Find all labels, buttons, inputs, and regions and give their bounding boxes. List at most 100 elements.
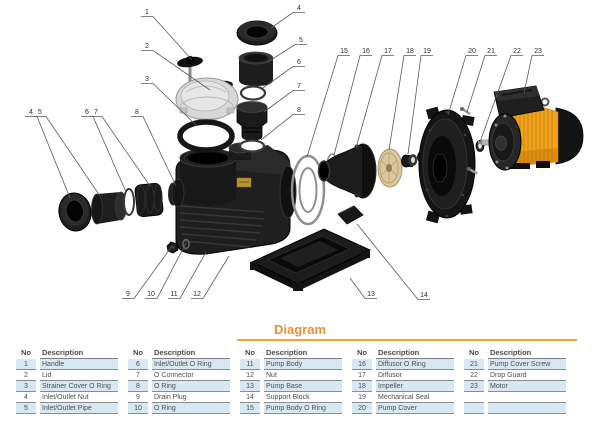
part-number-cell: 12	[240, 370, 260, 381]
pump-body-illustration	[171, 142, 297, 255]
table-header-row: No Description	[352, 347, 454, 360]
no-column-header: No	[352, 347, 372, 360]
callout-label: 8	[135, 109, 139, 116]
part-description-cell: Inlet/Outlet Pipe	[40, 403, 118, 414]
callout-label: 21	[487, 48, 495, 55]
table-title: Diagram	[274, 322, 327, 337]
callout-leader-line	[191, 255, 230, 299]
callout-label: 13	[367, 291, 375, 298]
part-number-cell: 4	[16, 392, 36, 403]
callout-label: 8	[297, 107, 301, 114]
callout-leader-line	[122, 245, 173, 299]
callout-leader-line	[356, 223, 430, 300]
callout-label: 15	[340, 48, 348, 55]
part-number-cell: 10	[128, 403, 148, 414]
callout-leader-line	[479, 55, 523, 143]
callout-leader-line	[388, 55, 416, 151]
callout-leader-line	[168, 251, 207, 299]
part-number-cell: 18	[352, 381, 372, 392]
part-number-cell: 23	[464, 381, 484, 392]
description-column-header: Description	[376, 347, 454, 359]
lid-illustration	[175, 77, 239, 121]
part-number-cell: 1	[16, 359, 36, 370]
part-description-cell: Drain Plug	[152, 392, 230, 403]
o-connector-left-illustration	[134, 182, 164, 218]
pump-base-illustration	[250, 228, 372, 291]
part-description-cell: Nut	[264, 370, 342, 381]
description-column-header: Description	[488, 347, 566, 359]
motor-illustration	[478, 85, 584, 171]
part-description-cell: Inlet/Outlet O Ring	[152, 359, 230, 370]
no-column-header: No	[16, 347, 36, 360]
callout-label: 5	[299, 37, 303, 44]
part-description-cell: Pump Base	[264, 381, 342, 392]
part-number-cell: 11	[240, 359, 260, 370]
o-connector-illustration	[236, 101, 268, 141]
part-number-cell: 7	[128, 370, 148, 381]
table-row: 18 Impeller	[352, 381, 454, 392]
part-description-cell	[488, 392, 566, 403]
callout-label: 7	[297, 83, 301, 90]
part-number-cell: 5	[16, 403, 36, 414]
inlet-outlet-nut-illustration	[236, 20, 278, 46]
callout-label: 6	[85, 109, 89, 116]
callout-label: 7	[94, 109, 98, 116]
part-description-cell: Diffusor O Ring	[376, 359, 454, 370]
callout-leader-line	[141, 16, 193, 61]
part-number-cell: 8	[128, 381, 148, 392]
part-description-cell: Drop Guard	[488, 370, 566, 381]
table-row	[464, 392, 566, 403]
callout-leader-line	[145, 242, 187, 299]
callout-leader-line	[90, 116, 151, 187]
part-description-cell: Pump Body	[264, 359, 342, 370]
inlet-outlet-nut-left-illustration	[58, 192, 92, 232]
callout-label: 4	[297, 5, 301, 12]
pump-body-o-ring-illustration	[290, 154, 326, 226]
part-number-cell: 3	[16, 381, 36, 392]
part-number-cell: 2	[16, 370, 36, 381]
part-description-cell: Impeller	[376, 381, 454, 392]
callout-label: 6	[297, 59, 301, 66]
callout-leader-line	[447, 55, 478, 116]
callout-leader-line	[407, 55, 433, 155]
part-number-cell: 17	[352, 370, 372, 381]
strainer-cover-o-ring-illustration	[177, 119, 235, 153]
o-ring-illustration	[238, 139, 266, 153]
callout-leader-line	[523, 55, 544, 94]
part-description-cell: Inlet/Outlet Nut	[40, 392, 118, 403]
callout-label: 22	[513, 48, 521, 55]
callout-leader-line	[81, 116, 127, 193]
callout-label: 16	[362, 48, 370, 55]
inlet-outlet-pipe-left-illustration	[91, 191, 127, 225]
part-description-cell: Lid	[40, 370, 118, 381]
table-row: 12 Nut	[240, 370, 342, 381]
title-underline	[237, 339, 577, 341]
callout-leader-line	[267, 44, 307, 63]
callout-leader-line	[355, 55, 394, 149]
part-number-cell	[464, 392, 484, 403]
part-description-cell	[488, 403, 566, 414]
no-column-header: No	[240, 347, 260, 360]
callout-label: 4	[29, 109, 33, 116]
part-number-cell: 20	[352, 403, 372, 414]
